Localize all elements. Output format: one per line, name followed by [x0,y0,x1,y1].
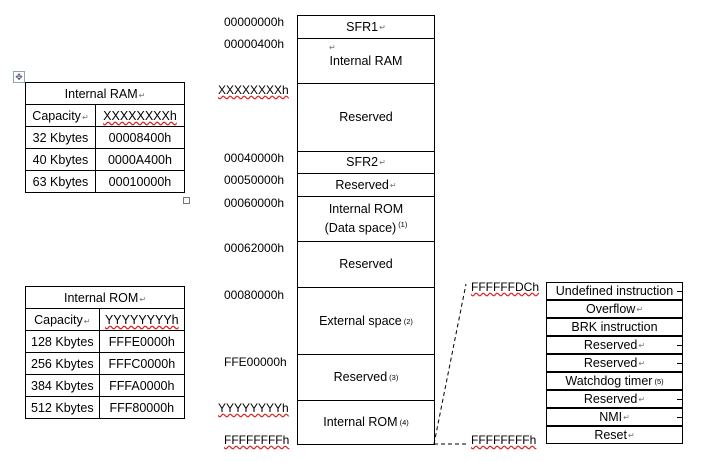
table-row: 384 Kbytes FFFA0000h [25,374,186,397]
rom-capacity-cell: 512 Kbytes [25,396,100,419]
cell-end-mark [677,345,682,346]
ram-address-cell: 0000A400h [94,148,186,171]
address-label: 00062000h [224,241,285,255]
rom-address-cell: FFFE0000h [98,330,186,353]
vector-entry: BRK instruction [546,318,683,336]
address-label: FFFFFFFFh [224,433,290,447]
ram-header-capacity: Capacity↵ [25,104,96,127]
table-row: 128 Kbytes FFFE0000h [25,330,186,353]
address-label: 00080000h [224,288,285,302]
cell-end-mark [677,399,682,400]
table-row: 63 Kbytes 00010000h [25,170,186,193]
rom-header-capacity: Capacity↵ [25,308,100,331]
internal-rom-table: Internal ROM↵ Capacity↵ YYYYYYYYh 128 Kb… [25,286,186,419]
vector-start-address: FFFFFFDCh [471,280,539,294]
table-row: 40 Kbytes 0000A400h [25,148,186,171]
address-label: 00000400h [224,37,285,51]
cell-end-mark [677,363,682,364]
address-label: 00000000h [224,15,285,29]
address-label: XXXXXXXXh [218,83,289,97]
internal-ram-table: Internal RAM↵ Capacity↵ XXXXXXXXh 32 Kby… [25,82,186,193]
table-move-handle-icon[interactable]: ✥ [13,71,25,83]
ram-capacity-cell: 32 Kbytes [25,126,96,149]
rom-capacity-cell: 256 Kbytes [25,352,100,375]
vector-entry: NMI↵ [546,408,683,426]
memory-block-internal-rom: Internal ROM(4) [297,400,435,445]
ram-capacity-cell: 63 Kbytes [25,170,96,193]
rom-header-address: YYYYYYYYh [98,308,186,331]
vector-end-address: FFFFFFFFh [471,433,537,447]
memory-block-internal-rom-data: Internal ROM (Data space)(1) [297,196,435,242]
cell-end-mark [677,291,682,292]
vector-entry: Overflow↵ [546,300,683,318]
address-label: YYYYYYYYh [218,401,289,415]
address-label: FFE00000h [224,355,287,369]
address-label: 00050000h [224,173,285,187]
rom-address-cell: FFFC0000h [98,352,186,375]
vector-entry: Reserved↵ [546,336,683,354]
ram-address-cell: 00010000h [94,170,186,193]
rom-capacity-cell: 384 Kbytes [25,374,100,397]
vector-entry: Reset↵ [546,426,683,444]
table-row: 512 Kbytes FFF80000h [25,396,186,419]
table-row: 256 Kbytes FFFC0000h [25,352,186,375]
rom-address-cell: FFF80000h [98,396,186,419]
vector-entry: Reserved↵ [546,354,683,372]
vector-entry: Reserved↵ [546,390,683,408]
rom-capacity-cell: 128 Kbytes [25,330,100,353]
table-resize-handle-icon[interactable] [183,197,190,204]
address-label: 00060000h [224,196,285,210]
cell-end-mark [677,417,682,418]
vector-entry: Watchdog timer(5) [546,372,683,390]
address-label: 00040000h [224,151,285,165]
vector-entry: Undefined instruction [546,282,683,300]
